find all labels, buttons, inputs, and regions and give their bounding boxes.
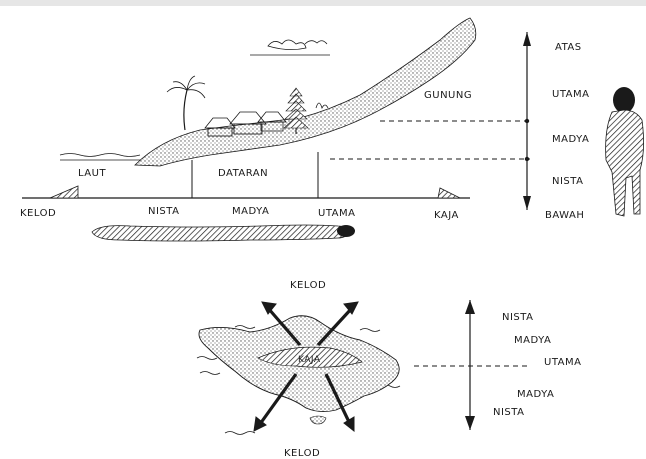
reclining-body-figure	[92, 225, 350, 241]
utama-label: UTAMA	[318, 208, 355, 219]
laut-label: LAUT	[78, 168, 106, 179]
kelod-marker	[50, 186, 78, 198]
sea-wave	[60, 154, 140, 157]
arrow-up-icon	[465, 300, 475, 314]
palm-tree-icon	[167, 76, 205, 130]
wave-icon	[200, 372, 220, 375]
wave-icon	[225, 432, 255, 435]
bottom-nista-bottom-label: NISTA	[493, 407, 524, 418]
bottom-nista-top-label: NISTA	[502, 312, 533, 323]
scale-dot	[525, 157, 529, 161]
cloud-icon	[305, 41, 327, 44]
wave-icon	[235, 326, 255, 329]
kaja-label: KAJA	[434, 210, 459, 221]
kaja-marker	[438, 188, 460, 198]
arrow-up-icon	[523, 32, 531, 46]
kaja-center-label: KAJA	[298, 355, 321, 365]
arrow-down-icon	[465, 416, 475, 430]
wave-icon	[360, 329, 380, 332]
kelod-bottom-label: KELOD	[284, 448, 320, 459]
standing-person-figure	[606, 87, 644, 216]
wave-icon	[197, 357, 217, 360]
bottom-madya-bottom-label: MADYA	[517, 389, 554, 400]
dataran-label: DATARAN	[218, 168, 268, 179]
scale-nista-label: NISTA	[552, 176, 583, 187]
scale-utama-label: UTAMA	[552, 89, 589, 100]
cloud-icon	[268, 40, 306, 50]
atas-label: ATAS	[555, 42, 582, 53]
scale-madya-label: MADYA	[552, 134, 589, 145]
bawah-label: BAWAH	[545, 210, 584, 221]
arrow-down-icon	[523, 196, 531, 210]
madya-label: MADYA	[232, 206, 269, 217]
bottom-utama-label: UTAMA	[544, 357, 581, 368]
kelod-top-label: KELOD	[290, 280, 326, 291]
scale-dot	[525, 119, 529, 123]
islet-shape	[310, 416, 326, 424]
kelod-label: KELOD	[20, 208, 56, 219]
arrowhead-icon	[262, 302, 276, 314]
bottom-madya-top-label: MADYA	[514, 335, 551, 346]
meru-tower-icon	[284, 88, 308, 134]
page-top-strip	[0, 0, 646, 6]
head-figure	[337, 225, 355, 237]
island-map	[197, 300, 530, 435]
shrine-icon	[316, 103, 328, 108]
nista-label: NISTA	[148, 206, 179, 217]
gunung-label: GUNUNG	[424, 90, 472, 101]
